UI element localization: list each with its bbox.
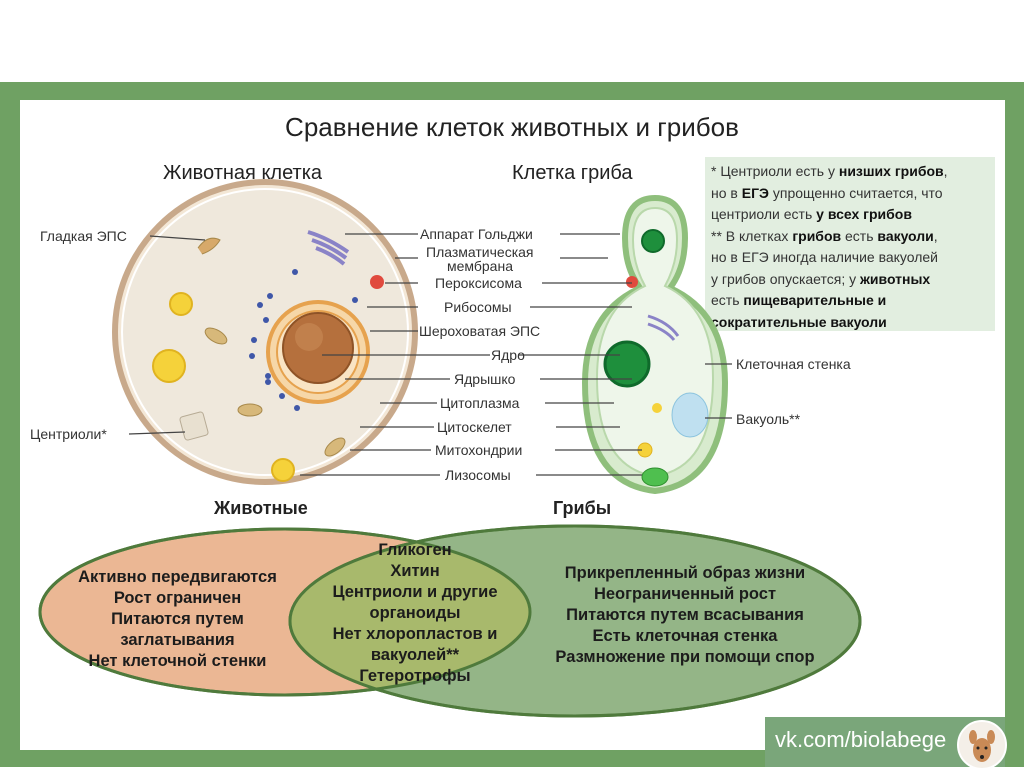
label-mitochondria: Митохондрии bbox=[435, 442, 522, 458]
list-item: Питаются путем всасывания bbox=[535, 605, 835, 626]
list-item: органоиды bbox=[305, 603, 525, 624]
list-item: вакуолей** bbox=[305, 645, 525, 666]
venn-fungi-title: Грибы bbox=[553, 498, 611, 519]
list-item: Центриоли и другие bbox=[305, 582, 525, 603]
list-item: Хитин bbox=[305, 561, 525, 582]
list-item: Есть клеточная стенка bbox=[535, 626, 835, 647]
list-item: Нет клеточной стенки bbox=[60, 651, 295, 672]
label-nucleolus: Ядрышко bbox=[454, 371, 515, 387]
list-item: Рост ограничен bbox=[60, 588, 295, 609]
label-cell-wall: Клеточная стенка bbox=[736, 356, 851, 372]
fungus-cell bbox=[585, 198, 725, 491]
list-item: Питаются путем bbox=[60, 609, 295, 630]
label-nucleus: Ядро bbox=[491, 347, 525, 363]
list-item: Неограниченный рост bbox=[535, 584, 835, 605]
label-vacuole: Вакуоль** bbox=[736, 411, 800, 427]
venn-fungi-list: Прикрепленный образ жизни Неограниченный… bbox=[535, 563, 835, 668]
list-item: Гликоген bbox=[305, 540, 525, 561]
list-item: заглатывания bbox=[60, 630, 295, 651]
label-cytoskeleton: Цитоскелет bbox=[437, 419, 512, 435]
label-lysosomes: Лизосомы bbox=[445, 467, 511, 483]
watermark-link[interactable]: vk.com/biolabege bbox=[775, 727, 946, 753]
label-smooth-er: Гладкая ЭПС bbox=[40, 228, 127, 244]
venn-animals-list: Активно передвигаются Рост ограничен Пит… bbox=[60, 567, 295, 672]
venn-animals-title: Животные bbox=[214, 498, 308, 519]
animal-cell bbox=[115, 182, 415, 482]
label-ribosomes: Рибосомы bbox=[444, 299, 512, 315]
list-item: Прикрепленный образ жизни bbox=[535, 563, 835, 584]
label-cytoplasm: Цитоплазма bbox=[440, 395, 519, 411]
label-peroxisome: Пероксисома bbox=[435, 275, 522, 291]
label-centrioles: Центриоли* bbox=[30, 426, 107, 442]
venn-common-list: Гликоген Хитин Центриоли и другие органо… bbox=[305, 540, 525, 687]
label-golgi: Аппарат Гольджи bbox=[420, 226, 533, 242]
label-rough-er: Шероховатая ЭПС bbox=[419, 323, 540, 339]
list-item: Гетеротрофы bbox=[305, 666, 525, 687]
deer-avatar-icon bbox=[957, 720, 1007, 770]
label-plasma-membrane-2: мембрана bbox=[447, 258, 513, 274]
list-item: Нет хлоропластов и bbox=[305, 624, 525, 645]
list-item: Активно передвигаются bbox=[60, 567, 295, 588]
list-item: Размножение при помощи спор bbox=[535, 647, 835, 668]
